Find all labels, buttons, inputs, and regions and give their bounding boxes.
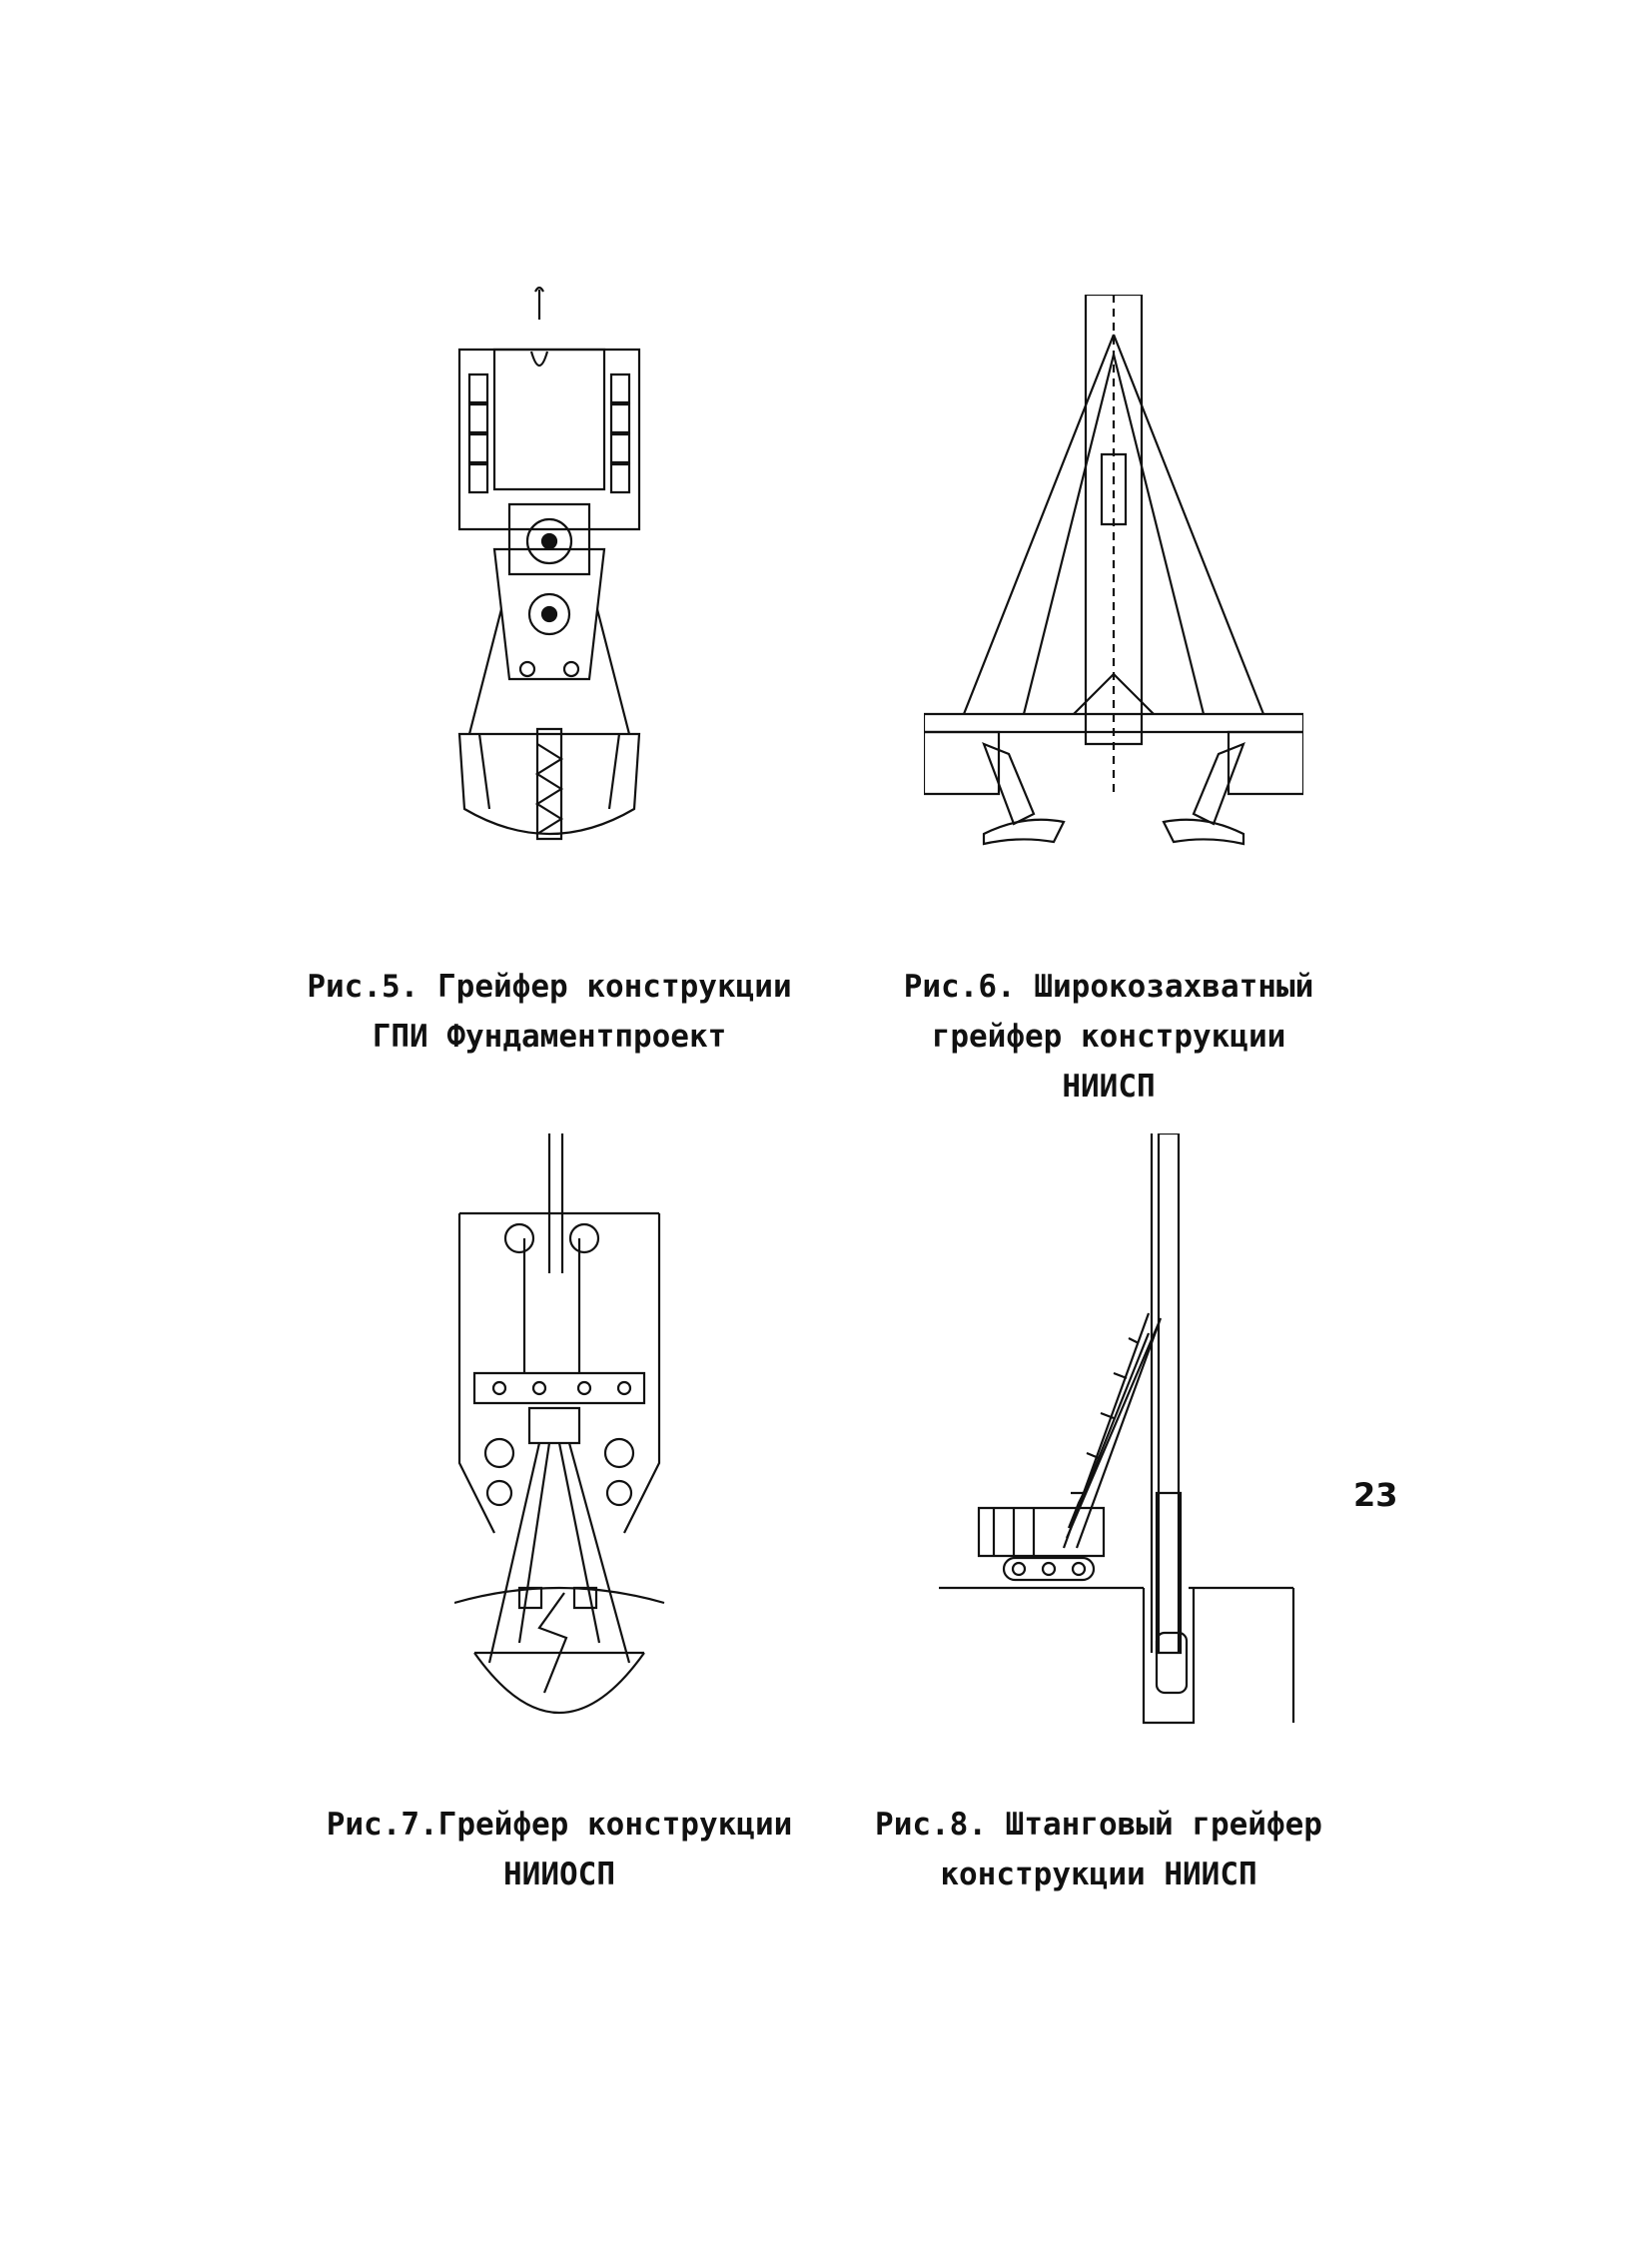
grab-niiosp-drawing xyxy=(454,1133,669,1723)
figure-8-caption-line-1: Рис.8. Штанговый грейфер xyxy=(875,1807,1322,1843)
figure-5-caption-line-2: ГПИ Фундаментпроект xyxy=(372,1019,727,1055)
figure-5-caption: Рис.5. Грейфер конструкции ГПИ Фундамент… xyxy=(300,962,799,1062)
figure-5-caption-line-1: Рис.5. Грейфер конструкции xyxy=(307,969,792,1005)
figure-6-caption-line-2: грейфер конструкции xyxy=(931,1019,1286,1055)
page-number: 23 xyxy=(1353,1476,1398,1514)
figure-8-caption: Рис.8. Штанговый грейфер конструкции НИИ… xyxy=(859,1800,1338,1899)
rod-grab-crane-niisp-drawing xyxy=(939,1133,1298,1733)
figure-5-drawing xyxy=(439,280,659,849)
figure-7-caption-line-1: Рис.7.Грейфер конструкции xyxy=(326,1807,793,1843)
figure-8-drawing xyxy=(939,1133,1298,1733)
figure-7-drawing xyxy=(454,1133,669,1723)
figure-6-caption-line-1: Рис.6. Широкозахватный xyxy=(903,969,1314,1005)
wide-grab-niisp-drawing xyxy=(924,295,1303,854)
figure-8-caption-line-2: конструкции НИИСП xyxy=(940,1857,1257,1892)
figure-6-caption: Рис.6. Широкозахватный грейфер конструкц… xyxy=(879,962,1338,1112)
figure-6-drawing xyxy=(924,295,1303,854)
figure-6-caption-line-3: НИИСП xyxy=(1062,1069,1156,1105)
figure-7-caption-line-2: НИИОСП xyxy=(503,1857,615,1892)
figure-7-caption: Рис.7.Грейфер конструкции НИИОСП xyxy=(310,1800,809,1899)
grab-bucket-giprofundament-drawing xyxy=(439,280,659,849)
